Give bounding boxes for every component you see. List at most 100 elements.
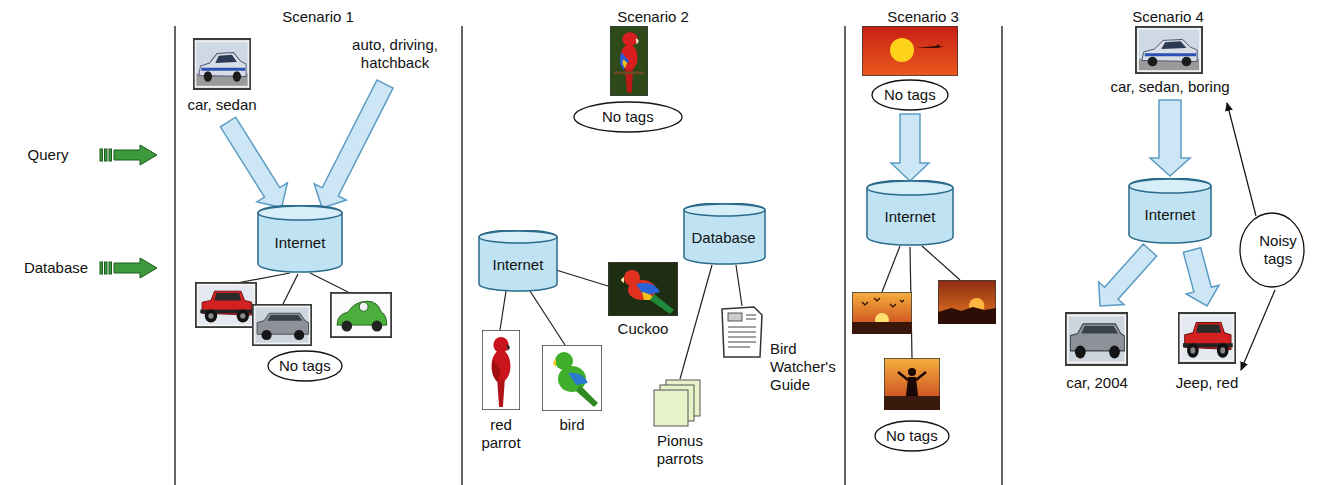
separator-line bbox=[1001, 26, 1003, 485]
node-label-group: No tags bbox=[279, 357, 331, 375]
ellipse-outline bbox=[872, 80, 948, 110]
tag-text: bird bbox=[542, 416, 602, 434]
ellipse-outline bbox=[268, 351, 342, 381]
tag-ellipse: No tags bbox=[874, 420, 950, 452]
node-label-group: Internet bbox=[493, 256, 544, 274]
separator-line bbox=[844, 26, 846, 485]
cylinder-body bbox=[1129, 178, 1211, 243]
cylinder-body bbox=[479, 230, 557, 291]
row-label: Query bbox=[13, 146, 83, 164]
node-label-group: Noisy tags bbox=[1253, 232, 1303, 268]
pointer-arrow bbox=[1227, 103, 1256, 216]
red-parrot-photo bbox=[482, 330, 520, 410]
database-cylinder: Internet bbox=[257, 205, 343, 273]
tag-text: red parrot bbox=[471, 416, 531, 452]
cylinder-body bbox=[258, 205, 342, 272]
column-separators bbox=[175, 26, 1002, 485]
database-cylinder: Internet bbox=[1128, 178, 1212, 244]
node-text: Database bbox=[692, 229, 756, 247]
tag-text: car, 2004 bbox=[1047, 374, 1147, 392]
document-label: Bird Watcher's Guide bbox=[770, 340, 842, 394]
scenario-heading: Scenario 1 bbox=[263, 8, 373, 26]
document-icon bbox=[722, 307, 762, 357]
node-label-group: Internet bbox=[885, 208, 936, 226]
node-text: Internet bbox=[885, 208, 936, 226]
tag-text: Cuckoo bbox=[603, 320, 683, 338]
node-text: Noisy tags bbox=[1253, 232, 1303, 268]
node-label-group: Database bbox=[692, 229, 756, 247]
link-line bbox=[237, 273, 290, 283]
tag-ellipse: No tags bbox=[871, 79, 949, 111]
ellipse-outline bbox=[1240, 213, 1304, 287]
separator-line bbox=[461, 26, 463, 485]
tag-ellipse: Noisy tags bbox=[1239, 212, 1305, 288]
tag-ellipse: No tags bbox=[573, 101, 683, 133]
cylinder-body bbox=[867, 180, 953, 245]
cylinder-top bbox=[867, 181, 953, 195]
row-label: Database bbox=[16, 259, 96, 277]
link-line bbox=[530, 291, 565, 345]
link-line bbox=[556, 270, 608, 286]
cylinder-top bbox=[479, 231, 557, 243]
tag-ellipse: No tags bbox=[267, 350, 343, 382]
flow-arrows bbox=[213, 76, 1224, 317]
document-label: Pionus parrots bbox=[648, 432, 712, 468]
tag-text: auto, driving, hatchback bbox=[343, 36, 447, 72]
suv-photo bbox=[253, 305, 311, 345]
node-text: Internet bbox=[1145, 206, 1196, 224]
bird-photo bbox=[542, 345, 602, 411]
tag-text: Jeep, red bbox=[1157, 374, 1257, 392]
cylinder-top bbox=[258, 206, 342, 220]
row-arrow bbox=[100, 258, 157, 278]
block-arrow bbox=[213, 112, 297, 217]
sunset-photo bbox=[852, 292, 912, 334]
link-line bbox=[283, 274, 298, 304]
jeep-photo bbox=[196, 283, 256, 327]
scenario-heading: Scenario 3 bbox=[868, 8, 978, 26]
database-cylinder: Database bbox=[683, 203, 766, 265]
toy-car-photo bbox=[331, 293, 391, 337]
database-cylinder: Internet bbox=[478, 230, 558, 292]
ellipse-outline bbox=[574, 102, 682, 132]
node-label-group: No tags bbox=[602, 108, 654, 126]
node-label-group: No tags bbox=[884, 86, 936, 104]
pointer-arrow bbox=[1241, 290, 1275, 370]
link-line bbox=[922, 246, 960, 280]
node-label-group: Internet bbox=[275, 234, 326, 252]
node-text: No tags bbox=[884, 86, 936, 104]
node-text: No tags bbox=[886, 427, 938, 445]
document-stack-icon bbox=[654, 380, 700, 426]
node-text: Internet bbox=[493, 256, 544, 274]
node-label-group: No tags bbox=[886, 427, 938, 445]
scenario-heading: Scenario 4 bbox=[1113, 8, 1223, 26]
link-line bbox=[736, 265, 742, 306]
scenario-heading: Scenario 2 bbox=[598, 8, 708, 26]
cylinder-top bbox=[684, 204, 765, 216]
car-photo bbox=[1136, 27, 1202, 73]
node-text: No tags bbox=[279, 357, 331, 375]
block-arrow-connector bbox=[891, 114, 929, 181]
sunset-photo bbox=[938, 280, 996, 324]
sunset-photo bbox=[862, 26, 958, 76]
parrot-photo bbox=[610, 26, 648, 96]
block-arrow bbox=[1176, 246, 1224, 311]
node-text: No tags bbox=[602, 108, 654, 126]
row-arrow bbox=[100, 145, 157, 165]
jeep-photo bbox=[1179, 313, 1235, 363]
database-cylinder: Internet bbox=[866, 180, 954, 246]
link-line bbox=[680, 265, 712, 379]
separator-line bbox=[174, 26, 176, 485]
node-text: Internet bbox=[275, 234, 326, 252]
block-arrow bbox=[1087, 239, 1162, 318]
tag-text: car, sedan bbox=[162, 96, 282, 114]
block-arrow bbox=[1150, 100, 1190, 176]
car-photo bbox=[194, 39, 250, 89]
cuckoo-photo bbox=[608, 262, 678, 316]
ellipse-outline bbox=[875, 421, 949, 451]
suv-photo bbox=[1066, 313, 1127, 365]
cylinder-top bbox=[1129, 179, 1211, 193]
link-line bbox=[882, 246, 900, 292]
tag-text: car, sedan, boring bbox=[1085, 78, 1255, 96]
